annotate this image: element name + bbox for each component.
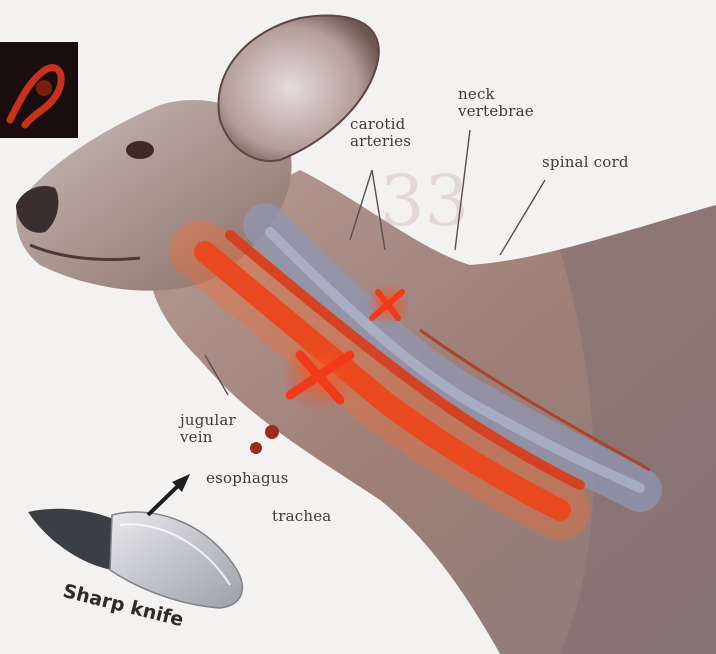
label-spinal-cord-text: spinal cord — [542, 154, 629, 171]
label-carotid-line2: arteries — [350, 133, 411, 150]
label-trachea-text: trachea — [272, 508, 331, 525]
label-neck-vertebrae: neck vertebrae — [458, 86, 534, 120]
knife-icon — [28, 509, 242, 608]
blood-drop-1 — [265, 425, 279, 439]
label-neck-line2: vertebrae — [458, 103, 534, 120]
label-carotid-arteries: carotid arteries — [350, 116, 411, 150]
inset-spot — [36, 80, 52, 96]
label-esophagus: esophagus — [206, 470, 289, 487]
label-jugular-vein: jugular vein — [180, 412, 236, 446]
label-jugular-line2: vein — [180, 429, 236, 446]
label-esophagus-text: esophagus — [206, 470, 289, 487]
label-spinal-cord: spinal cord — [542, 154, 629, 171]
arrow-icon — [148, 474, 190, 515]
label-trachea: trachea — [272, 508, 331, 525]
blood-drop-2 — [250, 442, 262, 454]
label-carotid-line1: carotid — [350, 116, 411, 133]
label-jugular-line1: jugular — [180, 412, 236, 429]
label-neck-line1: neck — [458, 86, 534, 103]
deer-eye — [126, 141, 154, 159]
